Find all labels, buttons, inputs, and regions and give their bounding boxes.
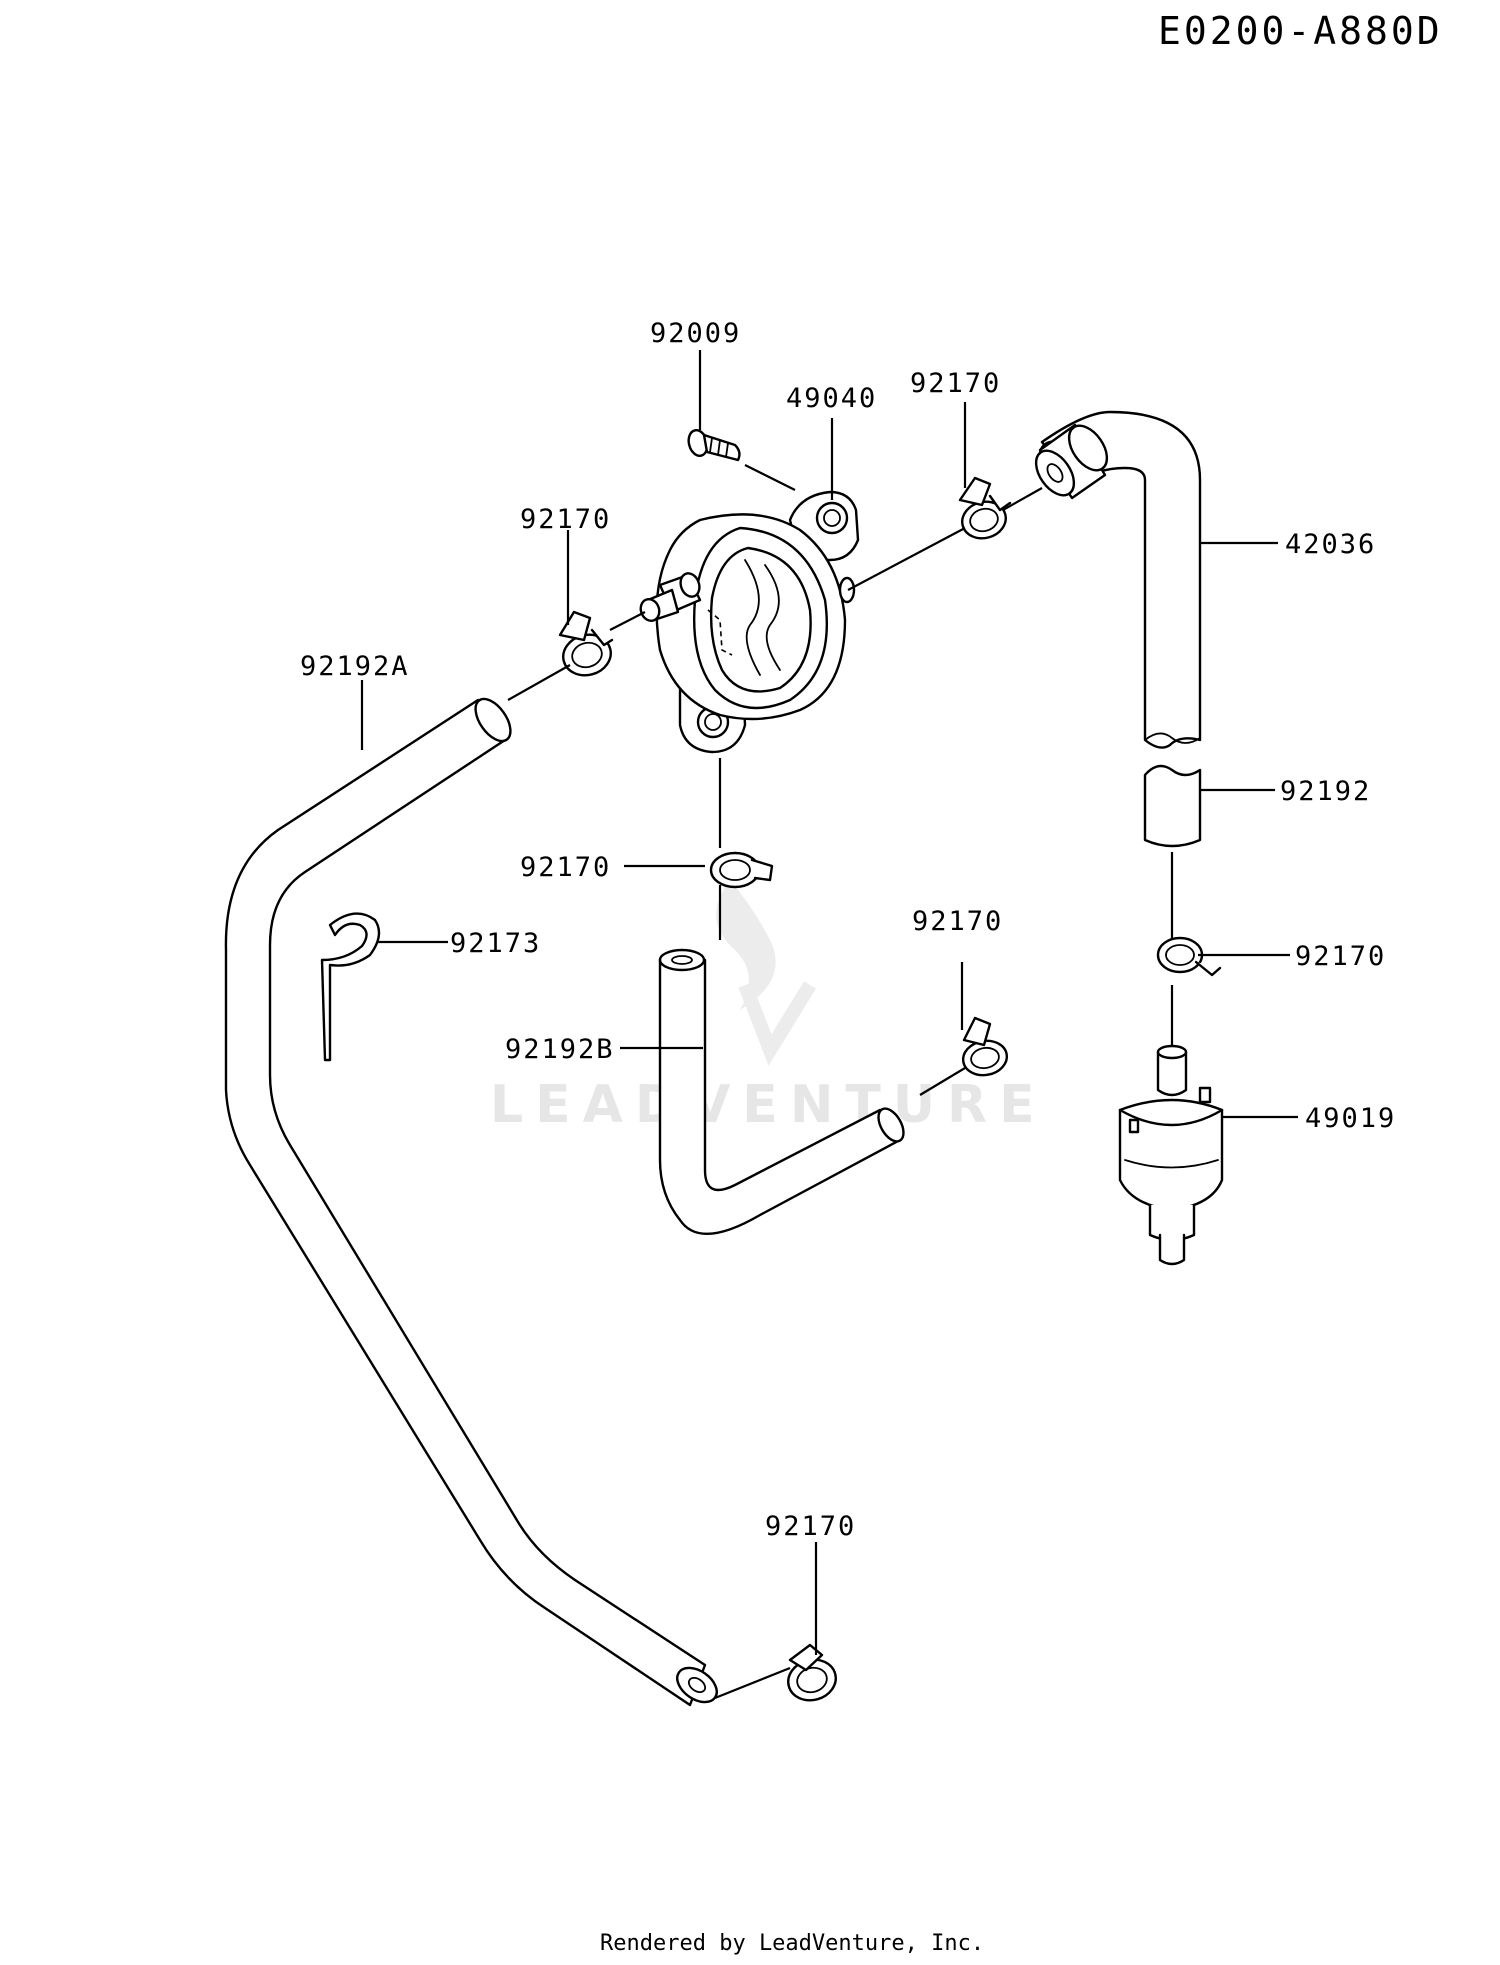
part-labels: 92009 49040 92170 92170 42036 92192A 921… [300, 318, 1396, 1542]
label-49040[interactable]: 49040 [786, 383, 877, 414]
label-92170-right[interactable]: 92170 [1295, 941, 1386, 972]
watermark: LEADVENTURE [490, 880, 1047, 1135]
hose-92192[interactable] [1143, 764, 1202, 848]
clamp-92170-right-center[interactable] [960, 1016, 1009, 1079]
label-92192[interactable]: 92192 [1280, 776, 1371, 807]
label-92192B[interactable]: 92192B [505, 1034, 615, 1065]
label-42036[interactable]: 42036 [1285, 529, 1376, 560]
label-92009[interactable]: 92009 [650, 318, 741, 349]
fuel-filter-49019[interactable] [1118, 1044, 1224, 1266]
hose-92192A[interactable] [224, 693, 723, 1709]
clamp-92170-left[interactable] [558, 610, 616, 681]
bolt-92009[interactable] [686, 428, 741, 462]
label-92170-left[interactable]: 92170 [520, 504, 611, 535]
clamp-92170-top-center[interactable] [958, 476, 1012, 543]
diagram-code: E0200-A880D [1158, 9, 1443, 53]
watermark-text: LEADVENTURE [490, 1075, 1047, 1135]
clamp-92170-bottom[interactable] [784, 1643, 841, 1706]
leader-lines [360, 350, 1298, 1655]
label-92192A[interactable]: 92192A [300, 651, 410, 682]
fuel-pump-49040[interactable] [638, 490, 860, 754]
label-92170-center[interactable]: 92170 [520, 852, 611, 883]
clamp-92170-center[interactable] [709, 851, 774, 889]
label-92170-right-center[interactable]: 92170 [912, 906, 1003, 937]
assembly-lines [507, 464, 1174, 1700]
label-92173[interactable]: 92173 [450, 928, 541, 959]
clip-92173[interactable] [320, 912, 381, 1062]
clamp-92170-right[interactable] [1156, 936, 1222, 977]
label-92170-bottom[interactable]: 92170 [765, 1511, 856, 1542]
hose-92192B[interactable] [658, 948, 909, 1235]
hose-42036[interactable] [1028, 410, 1202, 749]
footer-credit: Rendered by LeadVenture, Inc. [600, 1931, 984, 1956]
label-49019[interactable]: 49019 [1305, 1103, 1396, 1134]
label-92170-top-center[interactable]: 92170 [910, 368, 1001, 399]
